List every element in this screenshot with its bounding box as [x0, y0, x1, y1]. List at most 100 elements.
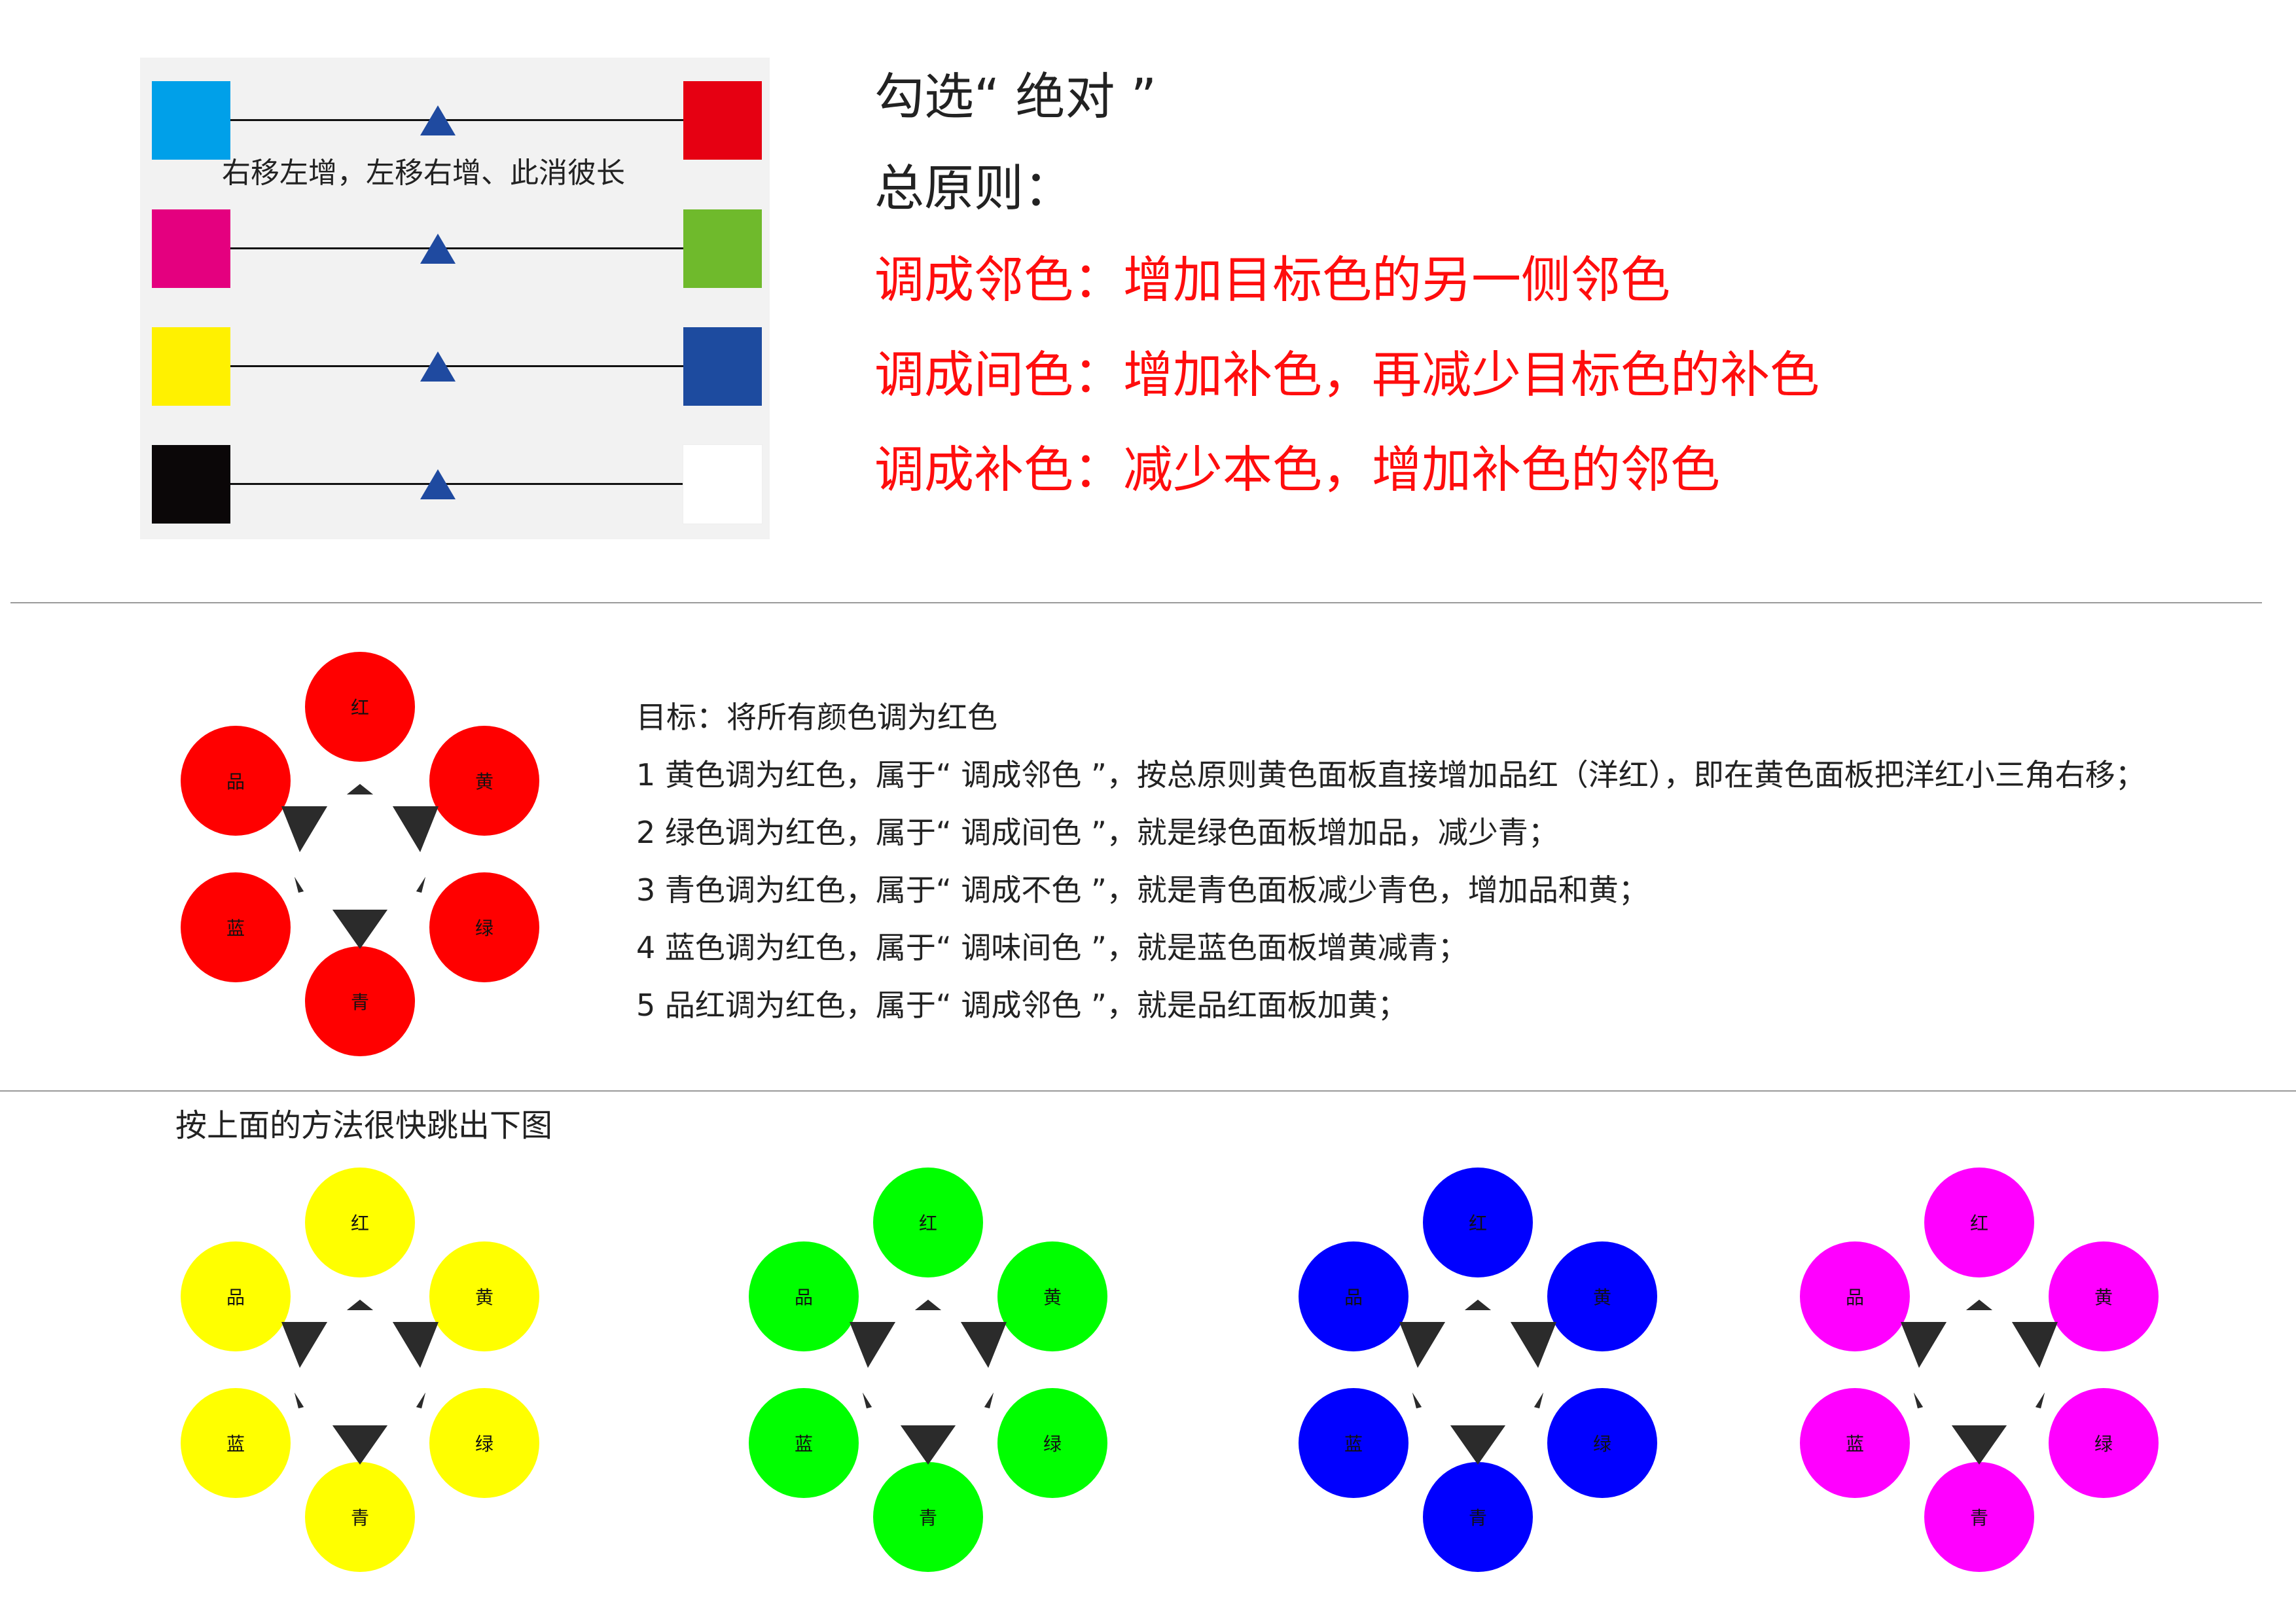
tick-right-icon: [416, 1393, 425, 1408]
tick-left-icon: [1412, 1393, 1422, 1408]
wheel-label: 红: [350, 697, 369, 719]
section-divider: [0, 1090, 2296, 1092]
wheel-label: 黄: [2094, 1287, 2113, 1308]
slider-track[interactable]: [230, 365, 683, 367]
wheel-circle-lower-right: 绿: [429, 1388, 539, 1498]
arrow-top-icon: [1966, 1300, 1992, 1310]
slider-knob[interactable]: [420, 105, 456, 135]
rule-adjacent: 调成邻色：增加目标色的另一侧邻色: [874, 251, 1670, 309]
slider-knob[interactable]: [420, 469, 456, 499]
wheel-circle-top: 红: [305, 652, 415, 762]
swatch-white: [683, 444, 762, 524]
arrow-top-icon: [347, 1300, 373, 1310]
wheel-circle-bottom: 青: [305, 946, 415, 1056]
wheel-circle-bottom: 青: [1924, 1462, 2034, 1572]
wheel-label: 红: [918, 1213, 937, 1234]
wheel-circle-lower-right: 绿: [429, 872, 539, 982]
arrow-upper-right-icon: [961, 1322, 1007, 1368]
wheel-arrows-overlay: [281, 1300, 439, 1465]
section-divider: [10, 602, 2262, 603]
tick-left-icon: [1914, 1393, 1923, 1408]
wheel-circle-lower-left: 蓝: [749, 1388, 859, 1498]
arrow-top-icon: [915, 1300, 941, 1310]
wheel-label: 黄: [475, 1287, 493, 1308]
tick-left-icon: [863, 1393, 872, 1408]
wheel-circle-lower-left: 蓝: [181, 872, 291, 982]
wheel-circle-top: 红: [1423, 1168, 1533, 1277]
wheel-circle-upper-right: 黄: [429, 726, 539, 836]
slider-hint-text: 右移左增，左移右增、此消彼长: [222, 156, 625, 190]
arrow-upper-left-icon: [281, 806, 327, 852]
rule-complement: 调成补色：减少本色，增加补色的邻色: [874, 440, 1720, 499]
arrow-bottom-icon: [1450, 1425, 1505, 1465]
check-absolute-title: 勾选“ 绝对 ”: [874, 67, 1157, 126]
wheel-label: 蓝: [226, 918, 245, 939]
swatch-cyan: [152, 81, 230, 160]
wheel-arrows-overlay: [1901, 1300, 2058, 1465]
wheel-label: 青: [350, 991, 369, 1013]
arrow-bottom-icon: [332, 1425, 387, 1465]
slider-row-magenta-green: [140, 209, 770, 288]
color-wheel-blue: 红黄绿青 蓝 品: [1295, 1168, 1661, 1582]
slider-track[interactable]: [230, 119, 683, 121]
tick-right-icon: [1534, 1393, 1543, 1408]
wheel-circle-upper-left: 品: [181, 726, 291, 836]
arrow-bottom-icon: [901, 1425, 956, 1465]
result-caption: 按上面的方法很快跳出下图: [175, 1107, 553, 1144]
wheel-circle-upper-right: 黄: [997, 1241, 1107, 1351]
wheel-label: 蓝: [794, 1433, 813, 1455]
wheel-label: 蓝: [226, 1433, 245, 1455]
wheel-circle-upper-left: 品: [181, 1241, 291, 1351]
wheel-circle-lower-left: 蓝: [181, 1388, 291, 1498]
arrow-upper-left-icon: [1399, 1322, 1445, 1368]
wheel-label: 黄: [475, 771, 493, 793]
tick-right-icon: [2036, 1393, 2045, 1408]
slider-row-black-white: [140, 444, 770, 524]
wheel-label: 绿: [475, 1433, 493, 1455]
swatch-green: [683, 209, 762, 288]
wheel-label: 青: [1468, 1507, 1487, 1529]
swatch-red: [683, 81, 762, 160]
wheel-label: 红: [1468, 1213, 1487, 1234]
wheel-label: 品: [794, 1287, 813, 1308]
arrow-upper-right-icon: [393, 1322, 439, 1368]
wheel-circle-bottom: 青: [1423, 1462, 1533, 1572]
wheel-circle-bottom: 青: [305, 1462, 415, 1572]
wheel-circle-lower-left: 蓝: [1299, 1388, 1408, 1498]
arrow-top-icon: [347, 784, 373, 794]
color-wheel-red: 红黄绿青 蓝 品: [177, 652, 543, 1067]
goal-line-2: 2 绿色调为红色，属于“ 调成间色 ”，就是绿色面板增加品，减少青；: [636, 815, 1558, 850]
rule-between: 调成间色：增加补色，再减少目标色的补色: [874, 346, 1820, 404]
wheel-label: 红: [1969, 1213, 1988, 1234]
arrow-upper-left-icon: [281, 1322, 327, 1368]
swatch-yellow: [152, 327, 230, 406]
arrow-upper-left-icon: [850, 1322, 895, 1368]
wheel-label: 黄: [1592, 1287, 1611, 1308]
wheel-circle-upper-right: 黄: [429, 1241, 539, 1351]
slider-knob[interactable]: [420, 234, 456, 264]
wheel-circle-lower-right: 绿: [2049, 1388, 2159, 1498]
wheel-circle-top: 红: [1924, 1168, 2034, 1277]
wheel-label: 绿: [1592, 1433, 1611, 1455]
goal-line-4: 4 蓝色调为红色，属于“ 调味间色 ”，就是蓝色面板增黄减青；: [636, 930, 1468, 965]
wheel-label: 品: [226, 771, 245, 793]
wheel-arrows-overlay: [281, 784, 439, 949]
goal-line-5: 5 品红调为红色，属于“ 调成邻色 ”，就是品红面板加黄；: [636, 988, 1408, 1023]
arrow-upper-right-icon: [2012, 1322, 2058, 1368]
slider-panel: 右移左增，左移右增、此消彼长: [140, 58, 770, 539]
slider-track[interactable]: [230, 247, 683, 249]
goal-line-3: 3 青色调为红色，属于“ 调成不色 ”，就是青色面板减少青色，增加品和黄；: [636, 872, 1649, 908]
swatch-blue: [683, 327, 762, 406]
wheel-circle-upper-right: 黄: [1547, 1241, 1657, 1351]
slider-track[interactable]: [230, 483, 683, 485]
wheel-circle-lower-left: 蓝: [1800, 1388, 1910, 1498]
principle-heading: 总原则：: [874, 159, 1073, 217]
goal-heading: 目标：将所有颜色调为红色: [636, 700, 997, 735]
arrow-top-icon: [1465, 1300, 1491, 1310]
tick-left-icon: [295, 877, 304, 893]
wheel-circle-upper-right: 黄: [2049, 1241, 2159, 1351]
wheel-arrows-overlay: [850, 1300, 1007, 1465]
slider-knob[interactable]: [420, 351, 456, 382]
wheel-circle-upper-left: 品: [749, 1241, 859, 1351]
wheel-label: 品: [1344, 1287, 1363, 1308]
